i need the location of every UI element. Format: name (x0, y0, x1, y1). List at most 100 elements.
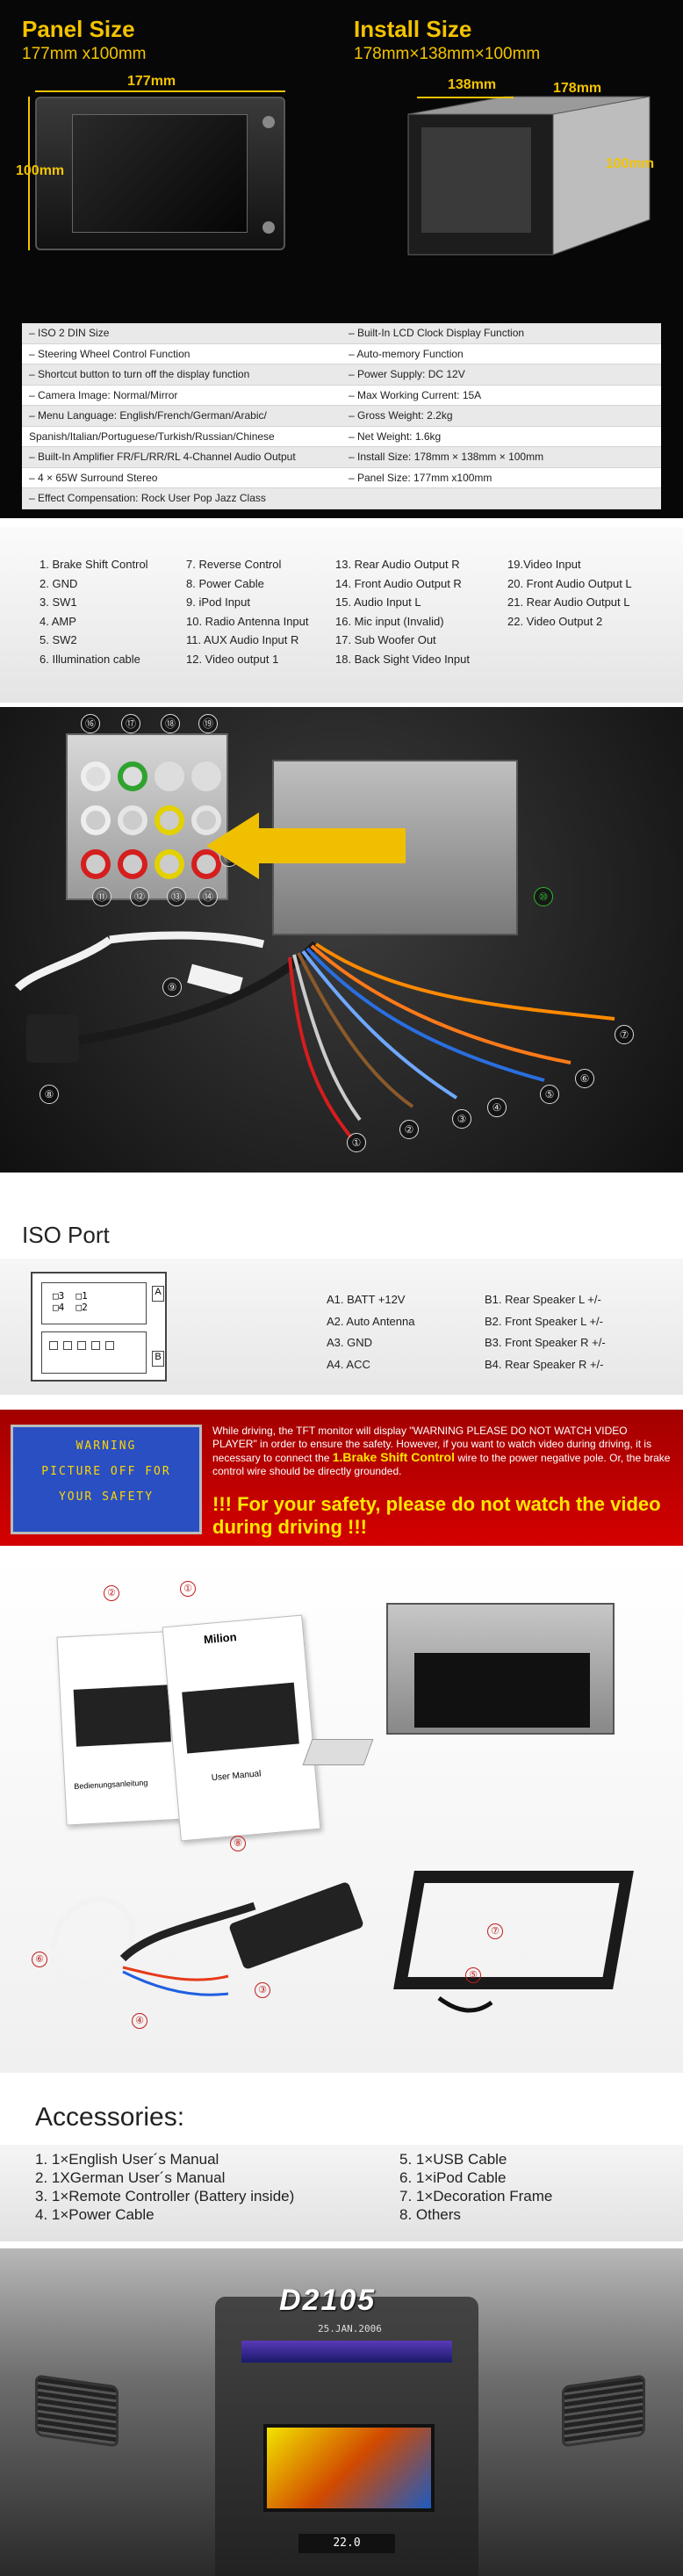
accessories-band (0, 2145, 683, 2241)
list-item: 17. Sub Woofer Out (335, 633, 436, 646)
install-device-image (407, 96, 651, 256)
list-item: 1. 1×English User´s Manual (35, 2151, 219, 2168)
acc-num-6: ⑥ (32, 1952, 47, 1967)
acc-num-2: ② (104, 1585, 119, 1601)
acc-num-5: ⑤ (465, 1967, 481, 1983)
spec-cell: – Built-In LCD Clock Display Function (349, 327, 525, 340)
acc-num-7: ⑦ (487, 1923, 503, 1939)
top-display (241, 2341, 452, 2363)
panel-height-label: 100mm (16, 163, 65, 178)
list-item: 3. 1×Remote Controller (Battery inside) (35, 2188, 295, 2204)
warning-section: WARNING PICTURE OFF FOR YOUR SAFETY Whil… (0, 1410, 683, 1546)
spec-cell: Spanish/Italian/Portuguese/Turkish/Russi… (29, 429, 275, 443)
cables-image (49, 1896, 493, 2013)
list-item: B2. Front Speaker L +/- (485, 1314, 604, 1328)
wire-callout-2: ② (399, 1120, 419, 1139)
spec-table: – ISO 2 DIN Size – Built-In LCD Clock Dis… (22, 323, 661, 509)
rca-jack (81, 805, 111, 835)
iso-port-title: ISO Port (22, 1222, 110, 1248)
callout-10: ⑩ (534, 887, 553, 906)
width-dimension-line (35, 90, 285, 92)
warning-screen-line: YOUR SAFETY (58, 1490, 155, 1504)
spec-cell: – Auto-memory Function (349, 347, 464, 360)
list-item: 5. 1×USB Cable (399, 2151, 507, 2168)
list-item: 12. Video output 1 (186, 652, 279, 666)
spec-cell: – 4 × 65W Surround Stereo (29, 471, 158, 484)
acc-num-8: ⑧ (230, 1836, 246, 1851)
spec-row: – Shortcut button to turn off the displa… (22, 364, 661, 386)
rca-jack (81, 849, 111, 879)
size-spec-section: Panel Size 177mm x100mm Install Size 178… (0, 0, 683, 518)
device-screen (72, 114, 248, 233)
rca-jack (118, 761, 147, 791)
spec-cell: – ISO 2 DIN Size (29, 327, 110, 340)
brake-shift-control-highlight: 1.Brake Shift Control (332, 1450, 455, 1464)
arrow-head-icon (206, 812, 259, 879)
acc-num-1: ① (180, 1581, 196, 1597)
list-item: A1. BATT +12V (327, 1293, 406, 1306)
rca-jack (118, 849, 147, 879)
list-item: 19.Video Input (507, 558, 581, 571)
climate-display: 22.0 (298, 2534, 395, 2553)
callout-9: ⑨ (162, 978, 182, 997)
list-item: 14. Front Audio Output R (335, 576, 462, 590)
spec-row: Spanish/Italian/Portuguese/Turkish/Russi… (22, 427, 661, 447)
head-unit-device (386, 1603, 615, 1735)
accessories-image-section: Bedienungsanleitung Milion User Manual ②… (0, 1555, 683, 2073)
list-item: 1. Brake Shift Control (40, 558, 148, 571)
install-size-dims: 178mm×138mm×100mm (354, 45, 541, 63)
wire-callout-4: ④ (487, 1098, 507, 1117)
callout-13: ⑬ (167, 887, 186, 906)
list-item: 21. Rear Audio Output L (507, 595, 630, 609)
cable-bundle (14, 931, 615, 1139)
iso-block-a: □3 □1 □4 □2 (41, 1282, 147, 1324)
panel-width-label: 177mm (127, 74, 176, 89)
spec-cell: – Max Working Current: 15A (349, 388, 482, 401)
list-item: 8. Others (399, 2206, 461, 2223)
list-item: B1. Rear Speaker L +/- (485, 1293, 601, 1306)
list-item: 22. Video Output 2 (507, 614, 603, 628)
rca-jack (155, 849, 184, 879)
wire-callout-5: ⑤ (540, 1085, 559, 1104)
callout-16: ⑯ (81, 714, 100, 733)
iso-list-b: B1. Rear Speaker L +/- B2. Front Speaker … (485, 1289, 606, 1375)
wire-callout-7: ⑦ (615, 1025, 634, 1044)
list-item: 20. Front Audio Output L (507, 576, 632, 590)
car-date: 25.JAN.2006 (318, 2323, 382, 2334)
knob-icon (262, 221, 275, 234)
install-depth-label: 138mm (448, 77, 497, 92)
list-item: 7. 1×Decoration Frame (399, 2188, 553, 2204)
iso-connector-diagram: □3 □1 □4 □2 A B (31, 1272, 167, 1382)
list-item: 16. Mic input (Invalid) (335, 614, 444, 628)
warning-screen-line: PICTURE OFF FOR (41, 1465, 171, 1478)
list-item: 3. SW1 (40, 595, 77, 609)
iso-block-b (41, 1331, 147, 1374)
spec-row: – 4 × 65W Surround Stereo – Panel Size: 1… (22, 468, 661, 488)
accessories-title: Accessories: (35, 2103, 185, 2132)
list-item: A3. GND (327, 1336, 373, 1349)
callout-11: ⑪ (92, 887, 111, 906)
knob-icon (262, 116, 275, 128)
spec-row: – Effect Compensation: Rock User Pop Jaz… (22, 488, 661, 509)
list-item: 11. AUX Audio Input R (186, 633, 299, 646)
list-item: B3. Front Speaker R +/- (485, 1336, 606, 1349)
spec-cell: – Panel Size: 177mm x100mm (349, 471, 492, 484)
list-item: 8. Power Cable (186, 576, 264, 590)
left-vent (35, 2374, 119, 2448)
spec-row: – ISO 2 DIN Size – Built-In LCD Clock Dis… (22, 323, 661, 344)
rca-jack (118, 805, 147, 835)
panel-size-title: Panel Size (22, 16, 135, 42)
iso-label-a: A (152, 1286, 164, 1302)
spec-row: – Menu Language: English/French/German/A… (22, 406, 661, 427)
rca-jack (81, 761, 111, 791)
head-unit-screen (263, 2424, 435, 2512)
panel-device-image (35, 97, 285, 250)
spec-cell: – Menu Language: English/French/German/A… (29, 409, 267, 422)
connector-image-section: ⑯ ⑰ ⑱ ⑲ ⑪ ⑫ ⑬ ⑭ ⑮ ⑩ ⑨ ⑧ ① ② ③ ④ ⑤ ⑥ ⑦ (0, 707, 683, 1173)
spec-cell: – Steering Wheel Control Function (29, 347, 191, 360)
